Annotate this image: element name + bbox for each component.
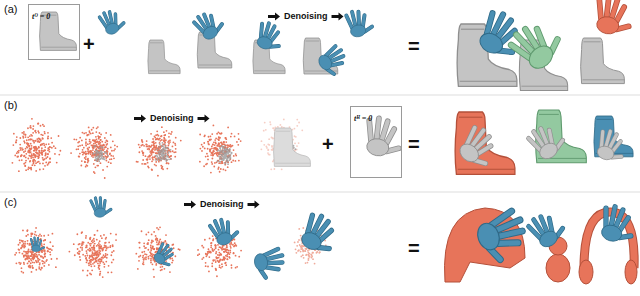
boot-shape [148,40,180,74]
hand-shape [598,205,637,246]
plus-sign: + [322,134,334,154]
hand-shape [473,209,530,264]
frame-box: tᴴ = 0 [350,106,402,178]
hand-shape [527,121,567,162]
point-cloud [11,118,61,172]
arrow-symbol [332,13,344,21]
process-label: Denoising [284,12,328,21]
boot-shape [457,24,517,86]
equals-sign: = [408,134,420,154]
equals-sign: = [408,238,420,258]
process-label: Denoising [200,200,244,209]
arrow-symbol [184,201,196,209]
equals-sign: = [408,36,420,56]
hand-shape [209,215,240,247]
hand-shape [316,45,350,78]
hand-shape [594,0,634,37]
hand-shape [31,238,44,252]
point-cloud [70,126,118,179]
point-cloud [92,145,109,162]
row-separator [0,192,640,193]
hand-shape [594,129,628,165]
arrow-symbol [248,201,260,209]
panel-label: (c) [4,197,17,208]
point-cloud [14,227,58,274]
point-cloud [216,145,232,165]
hand-shape [297,212,341,257]
hand-shape [193,8,226,42]
point-cloud [155,142,172,162]
hand-shape [99,8,126,37]
point-cloud [68,230,116,278]
helmet-shape [445,208,526,282]
boot-shape [455,112,515,174]
boot-shape [581,38,625,84]
hand-shape [455,125,501,171]
hand-shape [364,117,404,159]
panel-label: (a) [4,4,17,15]
point-cloud [136,126,182,176]
arrow-symbol [134,115,146,123]
plus-sign: + [83,34,95,54]
hand-shape [508,16,565,74]
arrow-symbol [268,13,280,21]
panel-label: (b) [4,100,17,111]
boot-shape [274,128,311,166]
row-separator [0,95,640,96]
point-cloud [199,125,242,174]
hand-shape [253,249,286,280]
hand-shape [151,242,178,269]
arrow-symbol [198,115,210,123]
boot-shape [536,110,587,163]
hand-shape [254,21,285,53]
hand-shape [346,9,373,38]
time-label: tᴴ = 0 [351,112,375,125]
point-cloud [197,231,242,277]
frame-box: tᴼ = 0 [28,4,80,60]
point-cloud [135,226,180,277]
time-label: tᴼ = 0 [29,10,53,23]
hand-shape [91,196,112,219]
hand-shape [527,209,567,250]
process-label: Denoising [150,114,194,123]
